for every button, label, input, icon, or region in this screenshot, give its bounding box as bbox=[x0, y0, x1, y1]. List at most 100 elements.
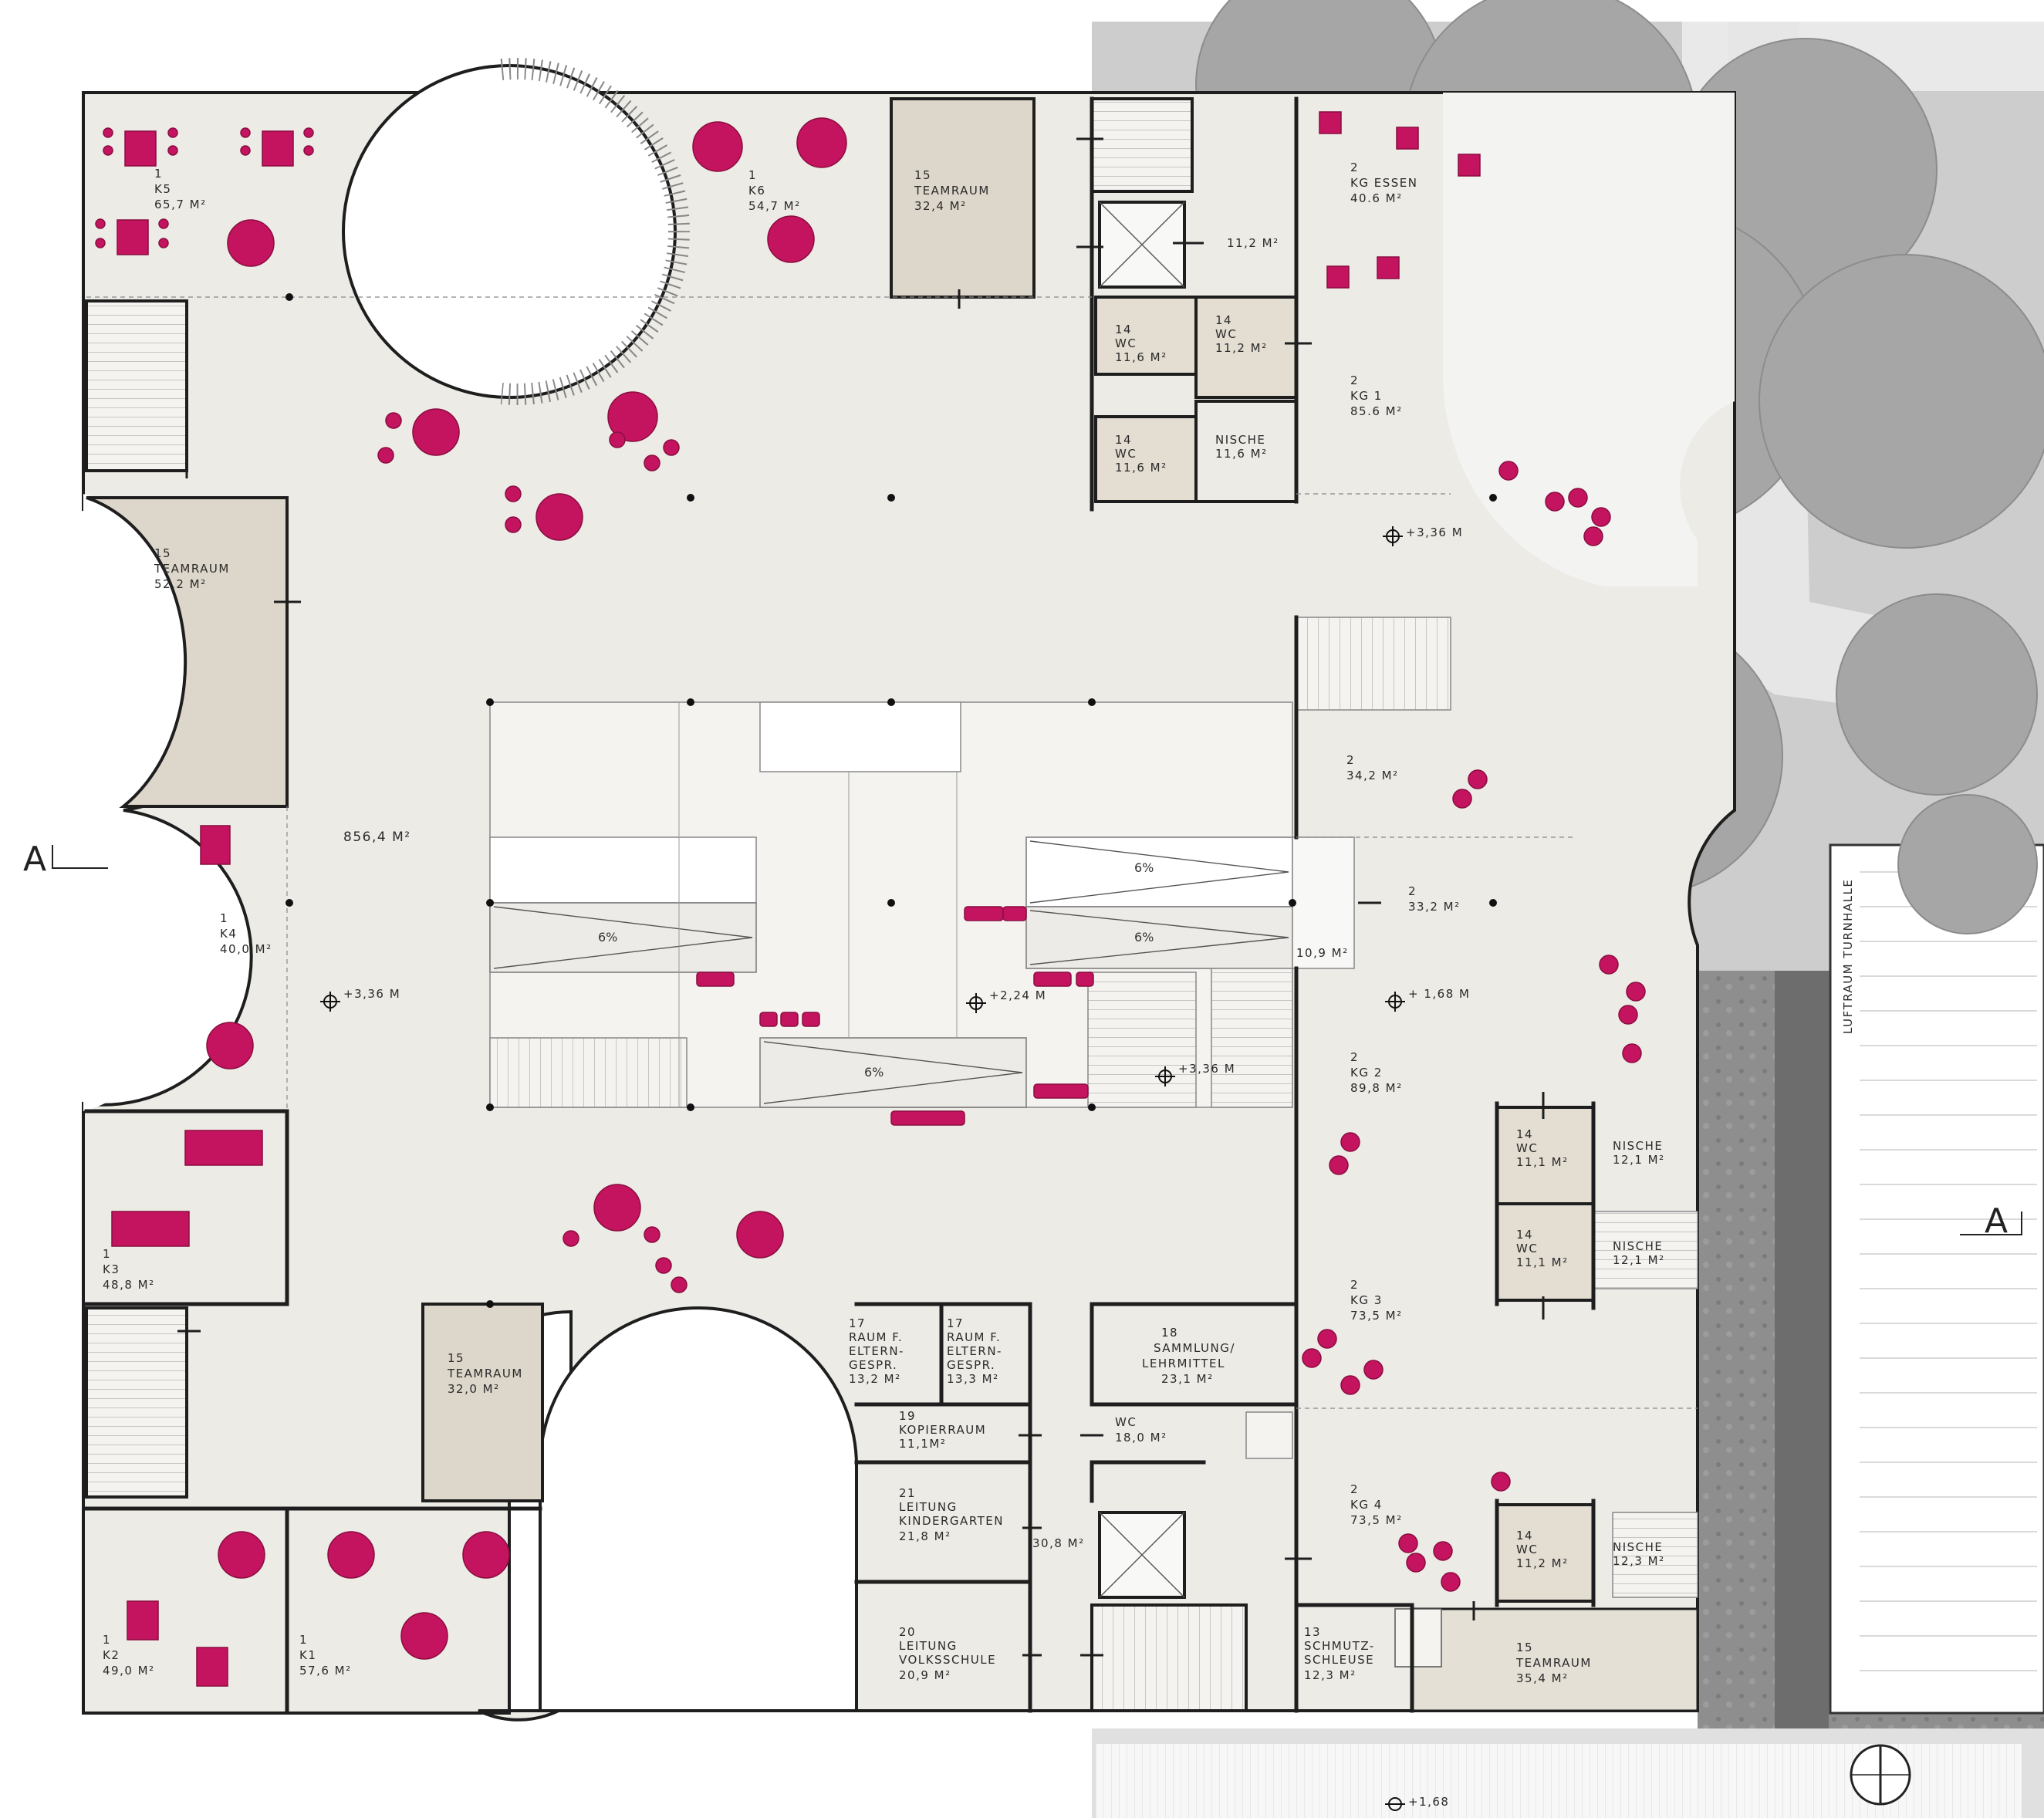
team-bottom-area: 32,0 M² bbox=[448, 1382, 500, 1396]
wc-f-name: WC bbox=[1516, 1242, 1538, 1255]
room-k1-num: 1 bbox=[299, 1633, 308, 1647]
wc-b-num: 14 bbox=[1215, 313, 1232, 327]
central-ramp-block bbox=[489, 701, 1355, 1108]
leit-kg-num: 21 bbox=[899, 1486, 916, 1500]
room-342-num: 2 bbox=[1346, 753, 1355, 767]
labels: 1 K5 65,7 M² 1 K6 54,7 M² 15 TEAMRAUM 32… bbox=[23, 161, 2022, 1811]
interior-walls bbox=[84, 96, 1596, 1713]
sammlung-num: 18 bbox=[1161, 1326, 1178, 1340]
section-a-left: A bbox=[23, 840, 46, 879]
kg-essen-name: KG ESSEN bbox=[1350, 176, 1417, 190]
room-dividers bbox=[86, 296, 1698, 1409]
team-room-left bbox=[86, 496, 289, 808]
stair-left-top bbox=[85, 299, 188, 472]
wc-a-area: 11,6 M² bbox=[1115, 350, 1167, 364]
eltern2-l1: RAUM F. bbox=[947, 1330, 1001, 1344]
wc-e-num: 14 bbox=[1516, 1127, 1533, 1141]
team-br-area: 35,4 M² bbox=[1516, 1671, 1569, 1685]
kg4-num: 2 bbox=[1350, 1482, 1359, 1496]
room-k6-area: 54,7 M² bbox=[748, 199, 801, 213]
room-342-area: 34,2 M² bbox=[1346, 769, 1399, 782]
wc-c-name: WC bbox=[1115, 447, 1137, 461]
nische-top-name: NISCHE bbox=[1215, 433, 1265, 447]
room-332-num: 2 bbox=[1408, 884, 1417, 898]
room-k5-num: 1 bbox=[154, 167, 163, 181]
eltern1-l2: ELTERN- bbox=[849, 1344, 904, 1358]
room-k2-num: 1 bbox=[103, 1633, 111, 1647]
slope-1: 6% bbox=[1134, 860, 1154, 875]
room-k4-area: 40,0 M² bbox=[220, 942, 272, 956]
room-k2-area: 49,0 M² bbox=[103, 1664, 155, 1678]
wc-g-area: 11,2 M² bbox=[1516, 1556, 1569, 1570]
eltern2-num: 17 bbox=[947, 1316, 964, 1330]
nische-g-area: 12,3 M² bbox=[1613, 1554, 1665, 1568]
kopier-num: 19 bbox=[899, 1409, 916, 1423]
luftraum-label: LUFTRAUM TURNHALLE bbox=[1841, 879, 1855, 1034]
eltern1-l1: RAUM F. bbox=[849, 1330, 903, 1344]
wc-top-area: 11,2 M² bbox=[1227, 236, 1279, 250]
schleuse-l1: SCHMUTZ- bbox=[1304, 1639, 1375, 1653]
slope-4: 6% bbox=[864, 1065, 883, 1080]
sammlung-l1: SAMMLUNG/ bbox=[1154, 1341, 1235, 1355]
leit-kg-l1: LEITUNG bbox=[899, 1500, 958, 1514]
level-5: + 1,68 M bbox=[1408, 987, 1470, 1001]
room-k1-name: K1 bbox=[299, 1648, 316, 1662]
wc-mid-area: 18,0 M² bbox=[1115, 1431, 1167, 1445]
kopier-name: KOPIERRAUM bbox=[899, 1423, 986, 1437]
eltern1-num: 17 bbox=[849, 1316, 866, 1330]
slope-3: 6% bbox=[598, 930, 617, 944]
stair-left-bottom bbox=[85, 1306, 188, 1499]
nische-f-name: NISCHE bbox=[1613, 1239, 1663, 1253]
room-k3-name: K3 bbox=[103, 1262, 120, 1276]
wc-e-name: WC bbox=[1516, 1141, 1538, 1155]
bottom-court-void bbox=[539, 1306, 858, 1712]
room-k6-num: 1 bbox=[748, 168, 757, 182]
kg4-name: KG 4 bbox=[1350, 1498, 1383, 1512]
nische-e-name: NISCHE bbox=[1613, 1139, 1663, 1153]
team-room-bottom bbox=[421, 1303, 544, 1502]
wc-g-num: 14 bbox=[1516, 1529, 1533, 1543]
sammlung-l2: LEHRMITTEL bbox=[1142, 1357, 1225, 1370]
sammlung-area: 23,1 M² bbox=[1161, 1372, 1214, 1386]
corridor-308-area: 30,8 M² bbox=[1032, 1536, 1085, 1550]
leit-vs-num: 20 bbox=[899, 1625, 916, 1639]
leit-kg-area: 21,8 M² bbox=[899, 1529, 951, 1543]
kopier-area: 11,1M² bbox=[899, 1437, 946, 1451]
room-k4-name: K4 bbox=[220, 927, 237, 941]
team-bottom-num: 15 bbox=[448, 1351, 465, 1365]
schleuse-area: 12,3 M² bbox=[1304, 1668, 1356, 1682]
door-marks bbox=[177, 137, 1545, 1657]
wc-c-area: 11,6 M² bbox=[1115, 461, 1167, 475]
wc-a-name: WC bbox=[1115, 336, 1137, 350]
room-k4-num: 1 bbox=[220, 911, 228, 925]
leit-vs-l2: VOLKSSCHULE bbox=[899, 1653, 996, 1667]
room-k5-area: 65,7 M² bbox=[154, 198, 207, 211]
kg3-name: KG 3 bbox=[1350, 1293, 1383, 1307]
leit-vs-l1: LEITUNG bbox=[899, 1639, 958, 1653]
kg1-num: 2 bbox=[1350, 373, 1359, 387]
level-2: +3,36 M bbox=[343, 987, 400, 1001]
level-3: +2,24 M bbox=[989, 988, 1046, 1002]
team-br-num: 15 bbox=[1516, 1641, 1533, 1654]
level-4: +3,36 M bbox=[1178, 1062, 1235, 1076]
furniture bbox=[95, 111, 1646, 1687]
kg-essen-num: 2 bbox=[1350, 161, 1359, 174]
room-k2-name: K2 bbox=[103, 1648, 120, 1662]
kg2-num: 2 bbox=[1350, 1050, 1359, 1064]
kg1-area: 85.6 M² bbox=[1350, 404, 1403, 418]
elevator-bottom bbox=[1098, 1511, 1186, 1599]
level-1: +3,36 M bbox=[1406, 525, 1463, 539]
team-left-area: 52,2 M² bbox=[154, 577, 207, 591]
wc-b-name: WC bbox=[1215, 327, 1237, 341]
kg3-area: 73,5 M² bbox=[1350, 1309, 1403, 1323]
kg2-name: KG 2 bbox=[1350, 1066, 1383, 1080]
room-k6-name: K6 bbox=[748, 184, 765, 198]
room-k3-area: 48,8 M² bbox=[103, 1278, 155, 1292]
team-top-name: TEAMRAUM bbox=[914, 184, 990, 198]
slope-2: 6% bbox=[1134, 930, 1154, 944]
leit-kg-l2: KINDERGARTEN bbox=[899, 1514, 1004, 1528]
kg-essen-area: 40.6 M² bbox=[1350, 191, 1403, 205]
wc-f-area: 11,1 M² bbox=[1516, 1255, 1569, 1269]
team-top-num: 15 bbox=[914, 168, 931, 182]
